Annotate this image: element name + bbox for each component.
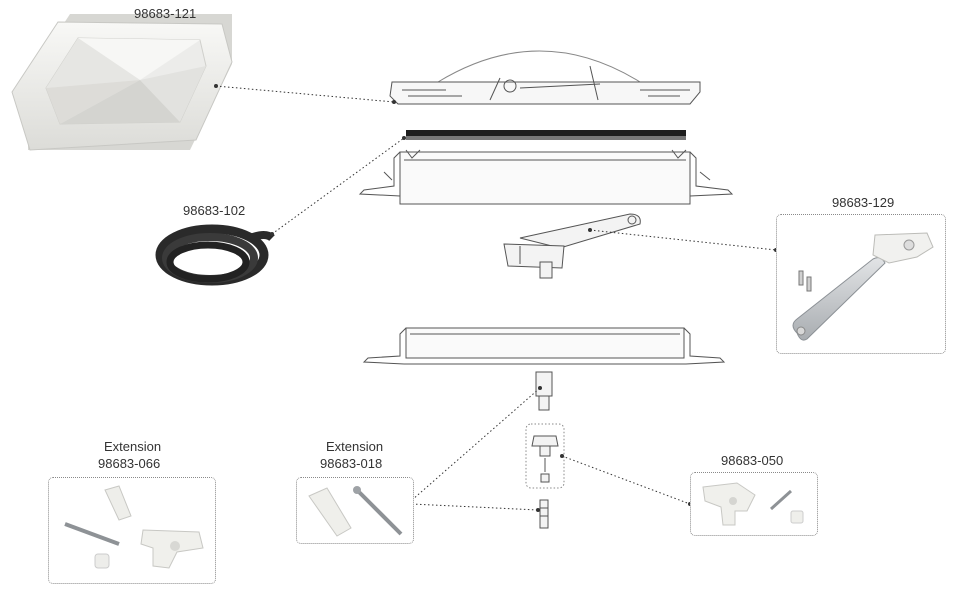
crank-stem-drawing bbox=[535, 371, 553, 411]
part-number-extension-066: 98683-066 bbox=[98, 456, 161, 471]
upper-frame-drawing bbox=[358, 149, 734, 205]
lower-frame-drawing bbox=[362, 327, 726, 365]
part-number-dome-cover: 98683-121 bbox=[134, 6, 197, 21]
extension-018-title: Extension bbox=[326, 439, 384, 454]
extension-018-photo bbox=[308, 486, 403, 537]
dome-cover-photo bbox=[11, 14, 233, 151]
extension-066-photo bbox=[64, 485, 204, 569]
part-number-gasket: 98683-102 bbox=[183, 203, 246, 218]
crank-arm-drawing bbox=[503, 213, 641, 279]
part-number-handle-kit: 98683-050 bbox=[721, 453, 784, 468]
dome-lid-drawing bbox=[389, 50, 701, 105]
extension-066-callout bbox=[48, 477, 216, 584]
handle-kit-photo bbox=[702, 482, 804, 526]
handle-parts-drawing bbox=[531, 435, 559, 483]
gasket-photo bbox=[155, 224, 275, 286]
crank-arm-photo bbox=[792, 232, 934, 341]
part-number-crank-arm: 98683-129 bbox=[832, 195, 895, 210]
leader-dots bbox=[214, 84, 778, 512]
extension-066-title: Extension bbox=[104, 439, 162, 454]
gasket-strip-edge bbox=[406, 136, 686, 140]
part-number-extension-018: 98683-018 bbox=[320, 456, 383, 471]
leader-lines bbox=[215, 85, 777, 511]
handle-kit-callout bbox=[690, 472, 818, 536]
gasket-strip bbox=[406, 130, 686, 136]
crank-arm-callout bbox=[776, 214, 946, 354]
screw-drawing bbox=[539, 499, 549, 529]
handle-parts-group bbox=[525, 423, 565, 489]
extension-018-callout bbox=[296, 477, 414, 544]
